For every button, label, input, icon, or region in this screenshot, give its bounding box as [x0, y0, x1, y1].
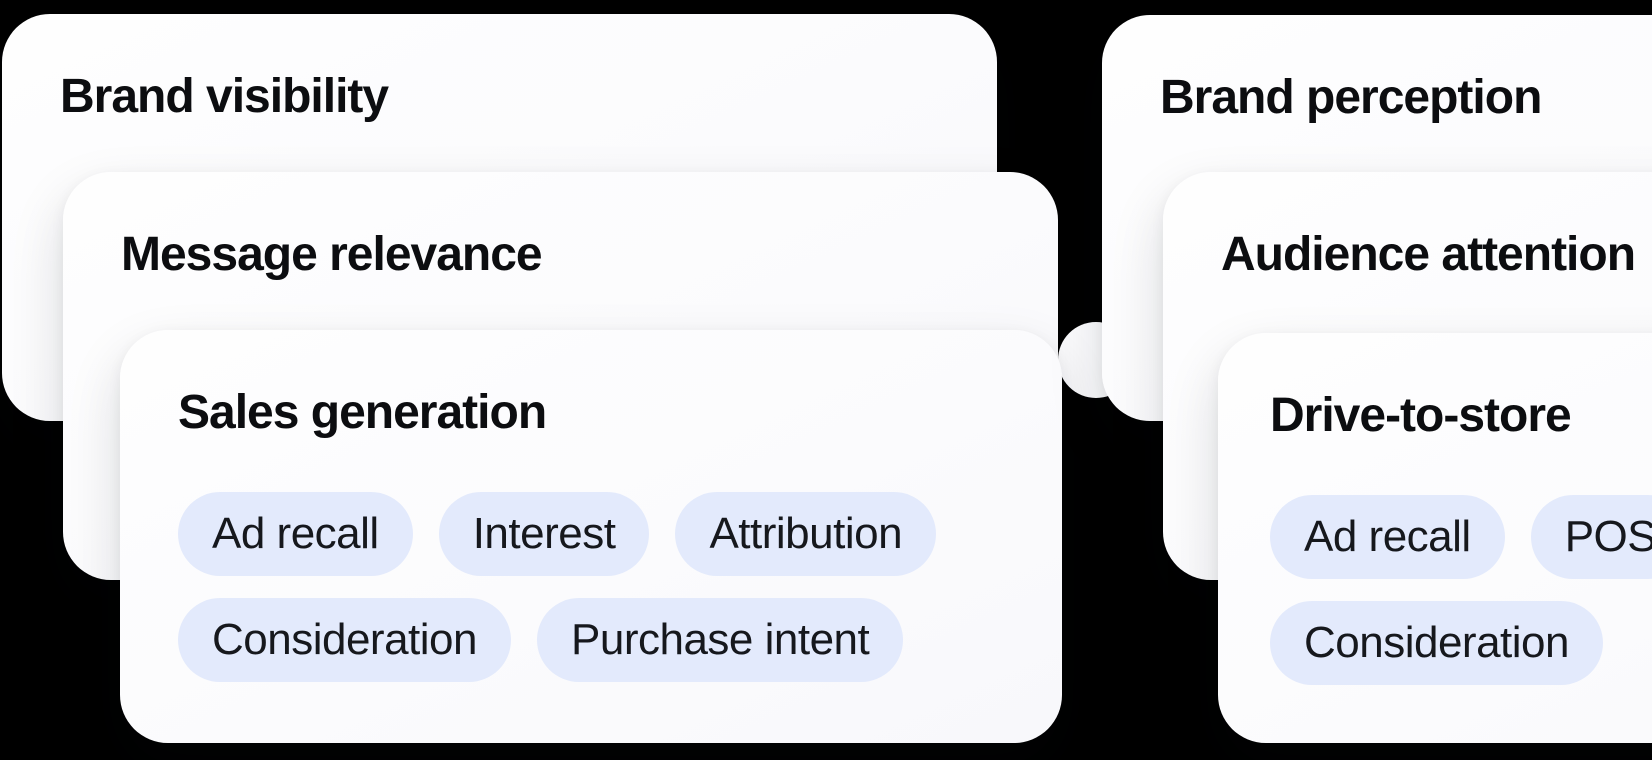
pill-interest: Interest — [438, 492, 650, 576]
pill-consideration: Consideration — [1270, 601, 1603, 685]
card-sales-generation[interactable]: Sales generation Ad recall Interest Attr… — [120, 330, 1062, 743]
card-drive-to-store[interactable]: Drive-to-store Ad recall POS Considerati… — [1218, 333, 1652, 743]
card-title: Audience attention — [1221, 228, 1636, 281]
pill-ad-recall: Ad recall — [178, 492, 413, 576]
pill-attribution: Attribution — [675, 492, 937, 576]
pill-pos: POS — [1530, 495, 1652, 579]
kpi-pill-group: Ad recall Interest Attribution Considera… — [178, 492, 1004, 682]
card-title: Drive-to-store — [1270, 389, 1572, 442]
pill-ad-recall: Ad recall — [1270, 495, 1505, 579]
card-title: Brand perception — [1160, 71, 1542, 124]
card-title: Message relevance — [121, 228, 543, 281]
card-title: Brand visibility — [60, 70, 389, 123]
card-title: Sales generation — [178, 386, 547, 439]
kpi-pill-group: Ad recall POS Consideration — [1270, 495, 1652, 685]
pill-consideration: Consideration — [178, 598, 511, 682]
pill-purchase-intent: Purchase intent — [537, 598, 904, 682]
